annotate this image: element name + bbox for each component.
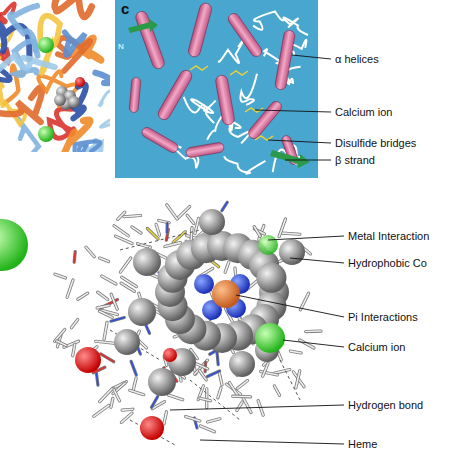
interaction-label: Calcium ion bbox=[348, 341, 405, 354]
leader-line bbox=[268, 236, 344, 240]
leader-line bbox=[268, 140, 331, 143]
panel-letter: c bbox=[121, 2, 129, 15]
interaction-label: Heme bbox=[348, 438, 377, 451]
ribbon-structure bbox=[0, 0, 110, 152]
interaction-label: Pi Interactions bbox=[348, 311, 418, 324]
interaction-label: Hydrophobic Co bbox=[348, 257, 427, 270]
stick-model bbox=[0, 202, 321, 445]
leader-line bbox=[255, 110, 331, 112]
leader-line bbox=[236, 295, 344, 317]
leader-lines bbox=[170, 55, 344, 444]
leader-line bbox=[292, 55, 331, 59]
interaction-label: Metal Interaction bbox=[348, 230, 429, 243]
leader-line bbox=[200, 440, 344, 444]
structure-label: β strand bbox=[335, 154, 375, 167]
cartoon-structure bbox=[128, 2, 310, 174]
terminus-label: N bbox=[118, 40, 124, 53]
leader-line bbox=[290, 258, 344, 263]
structure-label: α helices bbox=[335, 53, 379, 66]
leader-line bbox=[285, 160, 331, 161]
panel-background bbox=[115, 0, 318, 178]
structure-label: Disulfide bridges bbox=[335, 137, 416, 150]
structure-label: Calcium ion bbox=[335, 106, 392, 119]
leader-line bbox=[170, 405, 344, 410]
leader-line bbox=[283, 340, 344, 347]
interaction-label: Hydrogen bond bbox=[348, 399, 423, 412]
